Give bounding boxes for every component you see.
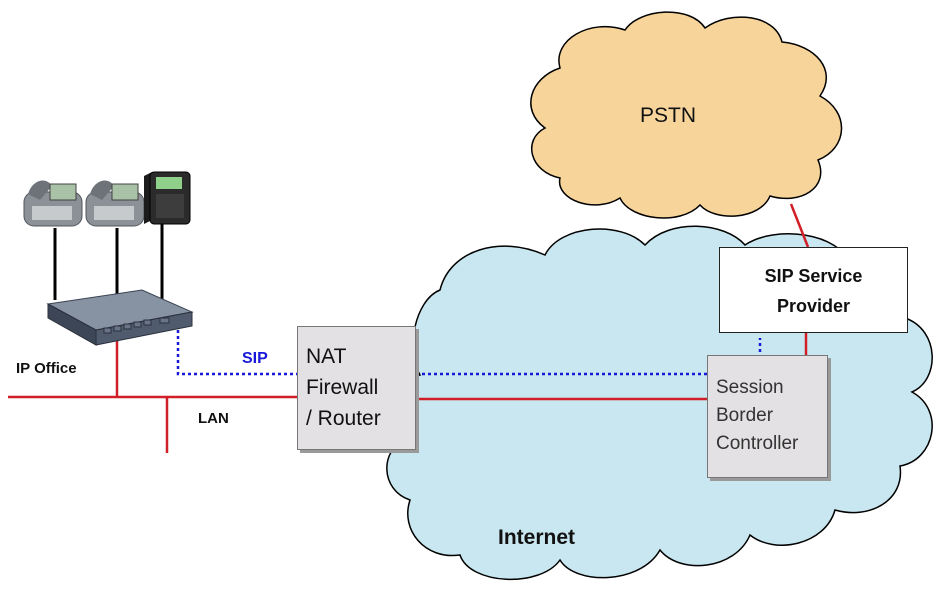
nat-line-3: / Router bbox=[306, 407, 381, 430]
nat-line-2: Firewall bbox=[306, 376, 379, 399]
internet-label: Internet bbox=[498, 526, 576, 549]
sbc-line-3: Controller bbox=[716, 433, 799, 454]
sip-provider-line-1: SIP Service bbox=[764, 266, 863, 286]
phone-cables bbox=[53, 222, 164, 300]
provider-to-pstn-line bbox=[789, 203, 810, 248]
phone-icon bbox=[85, 180, 145, 227]
lan-label: LAN bbox=[198, 410, 229, 427]
sbc-line-2: Border bbox=[716, 405, 774, 426]
ip-office-label: IP Office bbox=[16, 360, 77, 377]
pstn-label: PSTN bbox=[640, 104, 697, 127]
nat-line-1: NAT bbox=[306, 345, 347, 368]
sip-service-provider-box: SIP Service Provider bbox=[719, 247, 908, 333]
sip-provider-line-2: Provider bbox=[776, 296, 851, 316]
pstn-cloud bbox=[530, 11, 843, 219]
nat-firewall-router-box: NAT Firewall / Router bbox=[297, 326, 416, 450]
phone-icon bbox=[23, 180, 83, 227]
sip-label: SIP bbox=[242, 350, 268, 367]
session-border-controller-box: Session Border Controller bbox=[707, 355, 828, 478]
sbc-line-1: Session bbox=[716, 377, 784, 398]
ip-office-unit bbox=[46, 289, 194, 346]
red-wiring bbox=[8, 203, 810, 453]
phone-icon bbox=[144, 171, 191, 225]
